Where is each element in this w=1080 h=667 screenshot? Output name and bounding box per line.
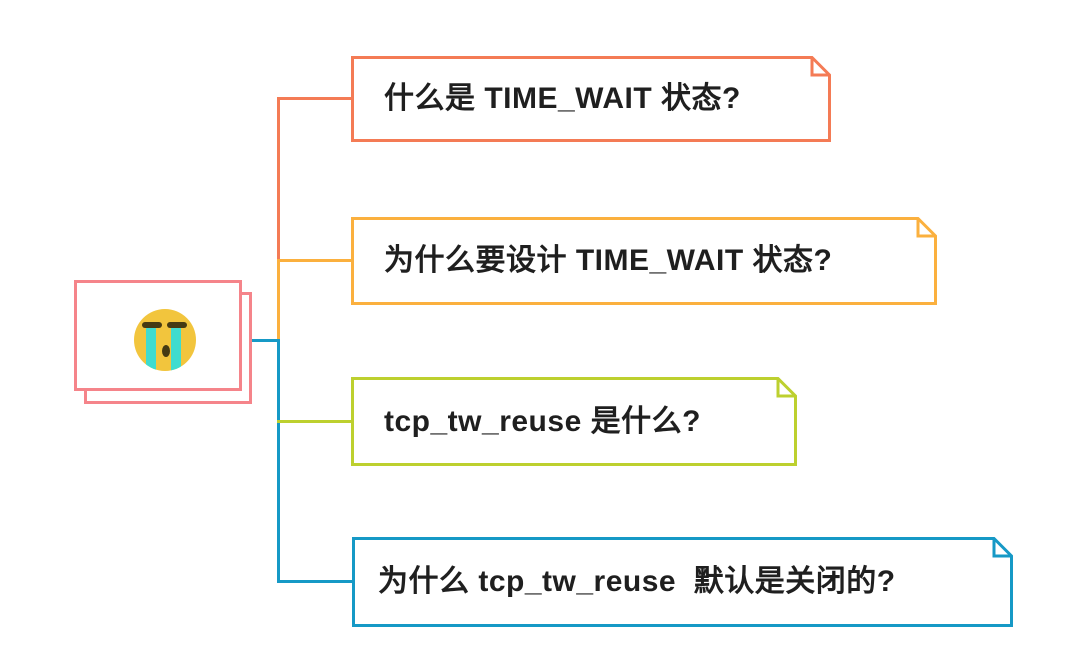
- root-node-card[interactable]: [74, 280, 242, 391]
- note-shape-icon: [351, 217, 937, 305]
- branch-line-3: [277, 420, 352, 423]
- note-shape-icon: [352, 537, 1013, 627]
- topic-box-what-is-time-wait[interactable]: 什么是 TIME_WAIT 状态?: [351, 56, 831, 142]
- note-shape-icon: [351, 377, 797, 466]
- trunk-segment-blue: [277, 340, 280, 583]
- branch-line-2: [277, 259, 352, 262]
- crying-face-emoji: [134, 309, 196, 371]
- trunk-segment-orange: [277, 97, 280, 260]
- mouth-shape: [162, 345, 170, 357]
- closed-eye-left-shape: [142, 322, 162, 328]
- closed-eye-right-shape: [167, 322, 187, 328]
- branch-line-1: [277, 97, 352, 100]
- topic-box-why-design-time-wait[interactable]: 为什么要设计 TIME_WAIT 状态?: [351, 217, 937, 305]
- note-shape-icon: [351, 56, 831, 142]
- topic-box-why-tcp-tw-reuse-off[interactable]: 为什么 tcp_tw_reuse 默认是关闭的?: [352, 537, 1013, 627]
- root-connector-line: [249, 339, 280, 342]
- topic-label: 为什么 tcp_tw_reuse 默认是关闭的?: [378, 565, 896, 598]
- branch-line-4: [277, 580, 353, 583]
- topic-label: 什么是 TIME_WAIT 状态?: [384, 82, 741, 115]
- topic-label: tcp_tw_reuse 是什么?: [384, 404, 701, 438]
- topic-box-what-is-tcp-tw-reuse[interactable]: tcp_tw_reuse 是什么?: [351, 377, 797, 466]
- tear-left-shape: [146, 326, 156, 371]
- topic-label: 为什么要设计 TIME_WAIT 状态?: [384, 244, 833, 277]
- trunk-segment-yellow: [277, 259, 280, 341]
- tear-right-shape: [171, 326, 181, 371]
